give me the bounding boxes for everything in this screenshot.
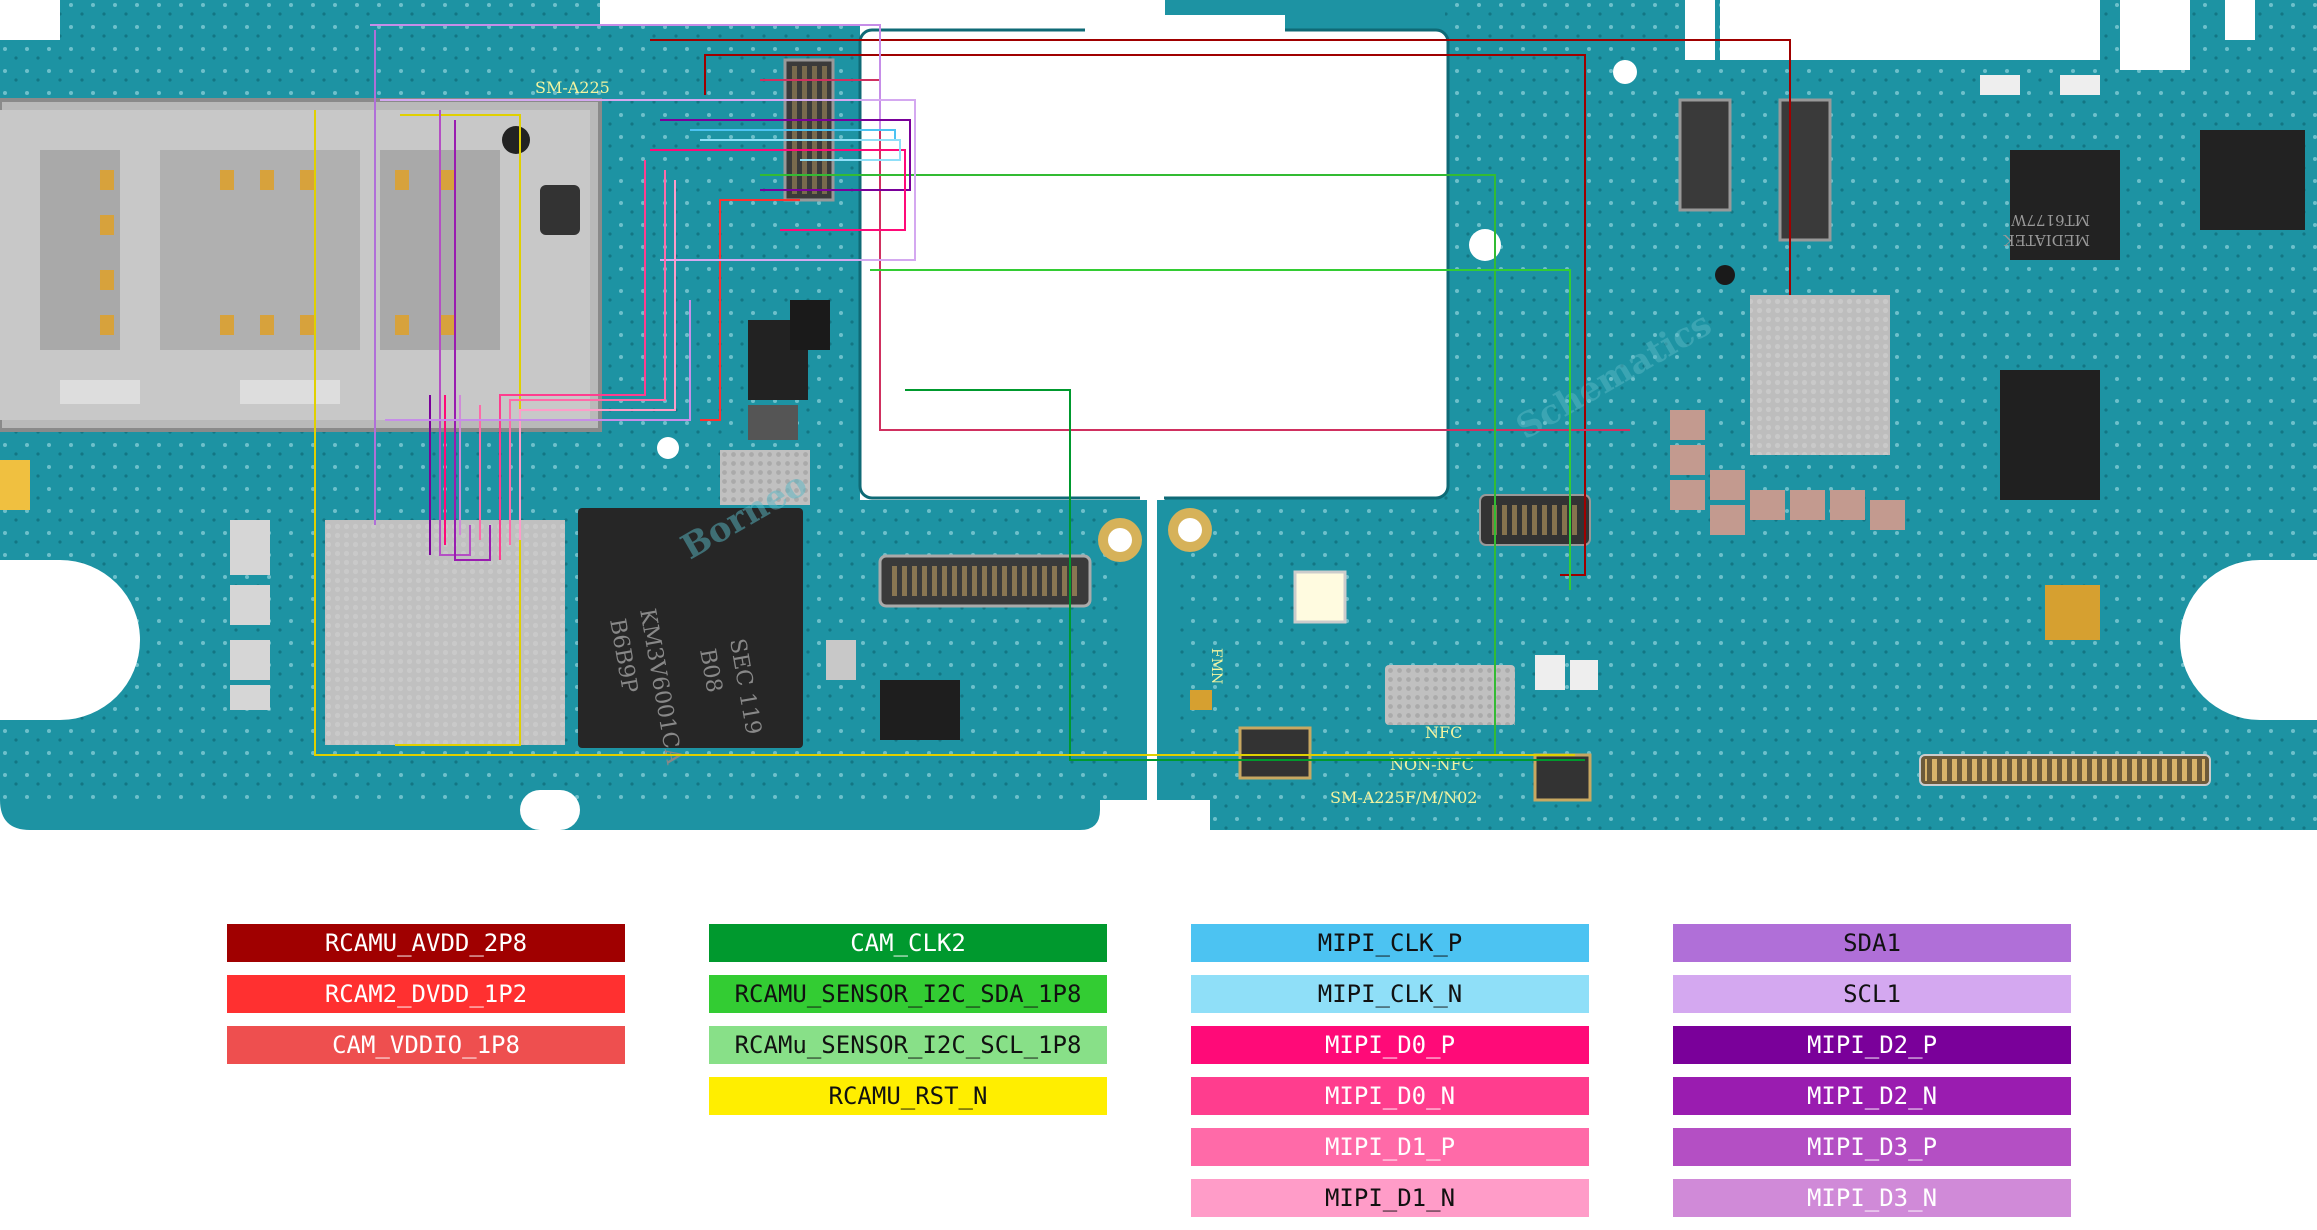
legend-column-power: RCAMU_AVDD_2P8 RCAM2_DVDD_1P2 CAM_VDDIO_… bbox=[227, 924, 625, 1077]
legend-mipi-clk-n: MIPI_CLK_N bbox=[1191, 975, 1589, 1013]
pcb-board-diagram: KM3V6001CA B6B9P SEC 119 B08 MEDIATEK MT… bbox=[0, 0, 2317, 830]
legend-cam-clk2: CAM_CLK2 bbox=[709, 924, 1107, 962]
legend-mipi-d1-n: MIPI_D1_N bbox=[1191, 1179, 1589, 1217]
legend-mipi-d1-p: MIPI_D1_P bbox=[1191, 1128, 1589, 1166]
legend-mipi-d3-p: MIPI_D3_P bbox=[1673, 1128, 2071, 1166]
mtk-chip bbox=[2010, 150, 2120, 260]
model-label-bottom: SM-A225F/M/N02 bbox=[1330, 788, 1477, 807]
memory-chip: KM3V6001CA B6B9P SEC 119 B08 bbox=[578, 508, 803, 767]
legend-rcamu-sensor-i2c-scl-1p8: RCAMu_SENSOR_I2C_SCL_1P8 bbox=[709, 1026, 1107, 1064]
legend-mipi-d0-n: MIPI_D0_N bbox=[1191, 1077, 1589, 1115]
legend-column-mipi-2: SDA1 SCL1 MIPI_D2_P MIPI_D2_N MIPI_D3_P … bbox=[1673, 924, 2071, 1230]
legend-scl1: SCL1 bbox=[1673, 975, 2071, 1013]
legend-rcam2-dvdd-1p2: RCAM2_DVDD_1P2 bbox=[227, 975, 625, 1013]
fmn-label: FMN bbox=[1208, 648, 1224, 684]
legend-sda1: SDA1 bbox=[1673, 924, 2071, 962]
flash-led bbox=[1293, 570, 1347, 624]
legend-rcamu-sensor-i2c-sda-1p8: RCAMU_SENSOR_I2C_SDA_1P8 bbox=[709, 975, 1107, 1013]
right-connector-1 bbox=[1678, 98, 1732, 212]
svg-text:MEDIATEK: MEDIATEK bbox=[2003, 231, 2090, 249]
signal-traces bbox=[314, 24, 1791, 761]
nfc-label: NFC bbox=[1425, 723, 1462, 742]
non-nfc-label: NON-NFC bbox=[1390, 755, 1474, 774]
legend-mipi-d2-p: MIPI_D2_P bbox=[1673, 1026, 2071, 1064]
soc-bga bbox=[325, 520, 565, 745]
svg-text:MT6177W: MT6177W bbox=[2010, 211, 2090, 229]
legend-rcamu-rst-n: RCAMU_RST_N bbox=[709, 1077, 1107, 1115]
legend-column-mipi-1: MIPI_CLK_P MIPI_CLK_N MIPI_D0_P MIPI_D0_… bbox=[1191, 924, 1589, 1230]
legend-mipi-d3-n: MIPI_D3_N bbox=[1673, 1179, 2071, 1217]
legend-rcamu-avdd-2p8: RCAMU_AVDD_2P8 bbox=[227, 924, 625, 962]
model-label-top: SM-A225 bbox=[535, 78, 610, 97]
legend-cam-vddio-1p8: CAM_VDDIO_1P8 bbox=[227, 1026, 625, 1064]
legend-mipi-d2-n: MIPI_D2_N bbox=[1673, 1077, 2071, 1115]
legend-column-control: CAM_CLK2 RCAMU_SENSOR_I2C_SDA_1P8 RCAMu_… bbox=[709, 924, 1107, 1128]
right-connector-2 bbox=[1778, 98, 1832, 242]
legend-mipi-d0-p: MIPI_D0_P bbox=[1191, 1026, 1589, 1064]
sim-tray bbox=[0, 98, 602, 432]
legend-mipi-clk-p: MIPI_CLK_P bbox=[1191, 924, 1589, 962]
